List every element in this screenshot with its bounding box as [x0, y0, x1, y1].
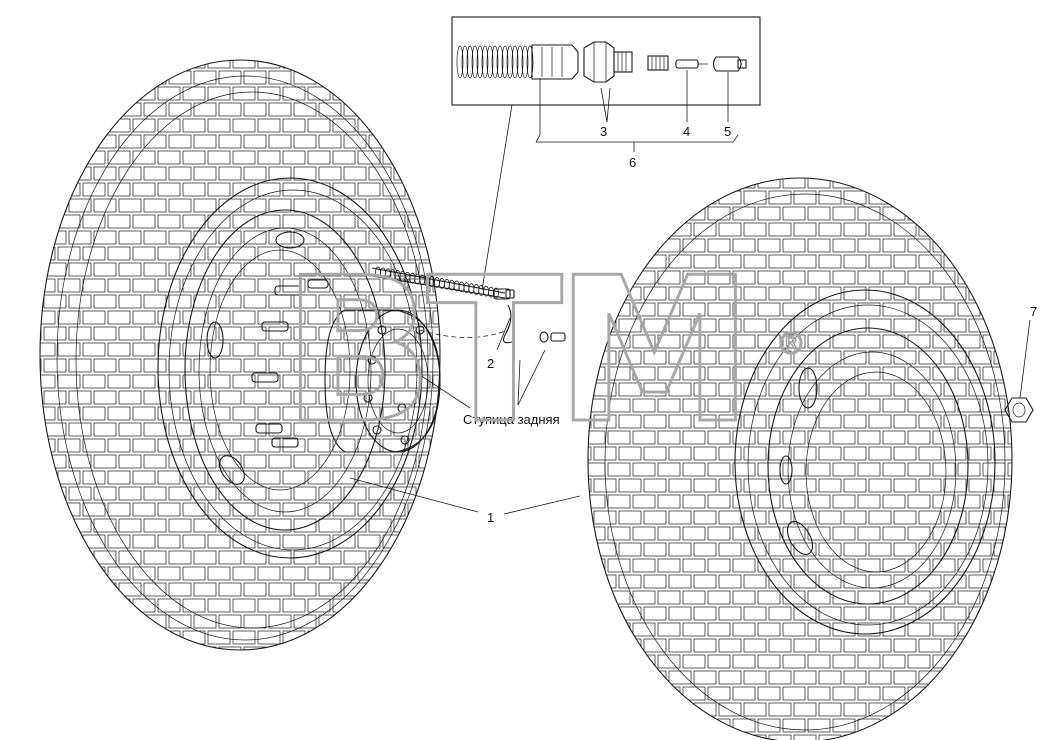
- right-rim: [767, 327, 969, 605]
- right-rim-vent-1: [798, 367, 818, 409]
- left-sidewall: [157, 177, 423, 559]
- callout-2: 2: [487, 356, 494, 371]
- callout-labels: 3 4 5 6 2 Ступица задняя 1 7: [463, 124, 1037, 525]
- callout-6: 6: [629, 155, 636, 170]
- right-rim-dish: [805, 371, 947, 573]
- inset-sleeve: [531, 44, 579, 80]
- inset-hex-fitting: [583, 41, 633, 83]
- left-rim: [184, 209, 386, 531]
- callout-4: 4: [683, 124, 690, 139]
- callout-3: 3: [600, 124, 607, 139]
- hub-caption: Ступица задняя: [463, 412, 560, 427]
- callout-1: 1: [487, 510, 494, 525]
- left-rim-vent-3: [275, 231, 305, 249]
- left-wheel-studs: [251, 279, 329, 448]
- right-rim-vent-3: [779, 455, 793, 485]
- left-rim-vent-2: [219, 455, 245, 485]
- callout-5: 5: [724, 124, 731, 139]
- left-sidewall-line: [168, 189, 418, 551]
- right-sidewall-line: [747, 304, 989, 626]
- inset-valve-cap: [712, 56, 747, 72]
- rear-hub: [324, 309, 441, 453]
- inset-small-coil: [647, 55, 669, 71]
- watermark: BTM ®: [281, 234, 807, 470]
- valve-extension-hose: [371, 266, 566, 344]
- inset-valve-core: [675, 59, 708, 69]
- watermark-registered-mark: ®: [776, 327, 806, 362]
- watermark-text: BTM: [282, 235, 746, 468]
- left-rim-dish: [209, 249, 351, 491]
- valve-detail-inset: [451, 16, 761, 291]
- left-rim-inner: [198, 227, 372, 513]
- left-tire-band-1: [56, 75, 434, 641]
- inset-hose-coils: [456, 45, 534, 79]
- left-rim-vent-1: [206, 321, 224, 359]
- left-tire-outer: [39, 59, 441, 651]
- callout-7: 7: [1030, 304, 1037, 319]
- right-rim-vent-2: [786, 521, 814, 555]
- right-rim-inner: [787, 351, 957, 589]
- wheel-nut: [1004, 397, 1034, 423]
- inset-frame: [451, 16, 761, 106]
- callout-leaders: [349, 70, 1031, 515]
- right-sidewall: [734, 289, 996, 635]
